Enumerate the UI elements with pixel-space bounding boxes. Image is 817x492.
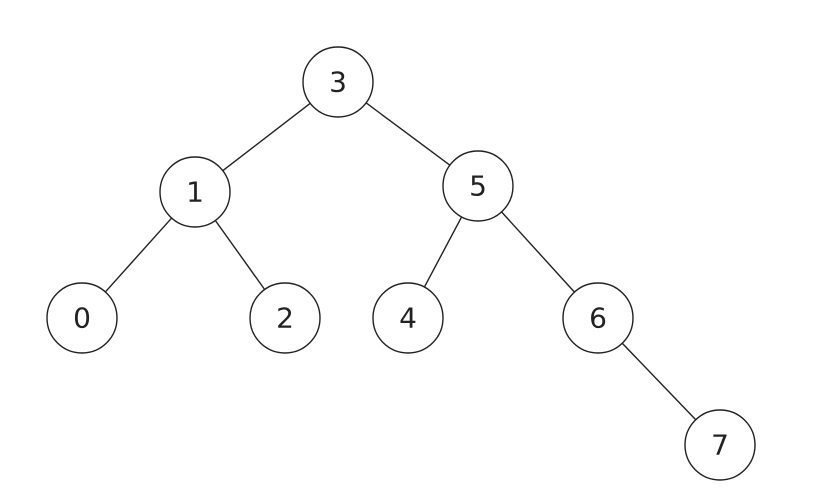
edge-n1-n2 bbox=[214, 220, 266, 290]
edge-n5-n6 bbox=[501, 211, 575, 293]
edge-n3-n5 bbox=[365, 102, 451, 166]
node-label: 0 bbox=[73, 302, 91, 335]
tree-nodes: 3 1 5 0 2 4 6 7 bbox=[46, 46, 756, 481]
tree-node-n0: 0 bbox=[46, 282, 118, 354]
node-circle bbox=[159, 156, 231, 228]
node-circle bbox=[249, 282, 321, 354]
edge-n3-n1 bbox=[222, 102, 311, 172]
node-label: 2 bbox=[276, 302, 294, 335]
node-label: 1 bbox=[186, 176, 204, 209]
node-label: 4 bbox=[399, 302, 417, 335]
tree-edges bbox=[104, 102, 697, 421]
node-label: 7 bbox=[711, 429, 729, 462]
node-label: 5 bbox=[469, 170, 487, 203]
tree-node-n7: 7 bbox=[684, 409, 756, 481]
tree-node-n5: 5 bbox=[442, 150, 514, 222]
edge-n1-n0 bbox=[104, 217, 173, 293]
node-circle bbox=[684, 409, 756, 481]
node-label: 6 bbox=[589, 302, 607, 335]
node-circle bbox=[442, 150, 514, 222]
node-label: 3 bbox=[329, 66, 347, 99]
tree-node-n3: 3 bbox=[302, 46, 374, 118]
tree-node-n2: 2 bbox=[249, 282, 321, 354]
node-circle bbox=[302, 46, 374, 118]
tree-node-n4: 4 bbox=[372, 282, 444, 354]
node-circle bbox=[46, 282, 118, 354]
node-circle bbox=[372, 282, 444, 354]
tree-node-n6: 6 bbox=[562, 282, 634, 354]
node-circle bbox=[562, 282, 634, 354]
edge-n5-n4 bbox=[423, 216, 463, 288]
edge-n6-n7 bbox=[621, 342, 697, 421]
tree-node-n1: 1 bbox=[159, 156, 231, 228]
